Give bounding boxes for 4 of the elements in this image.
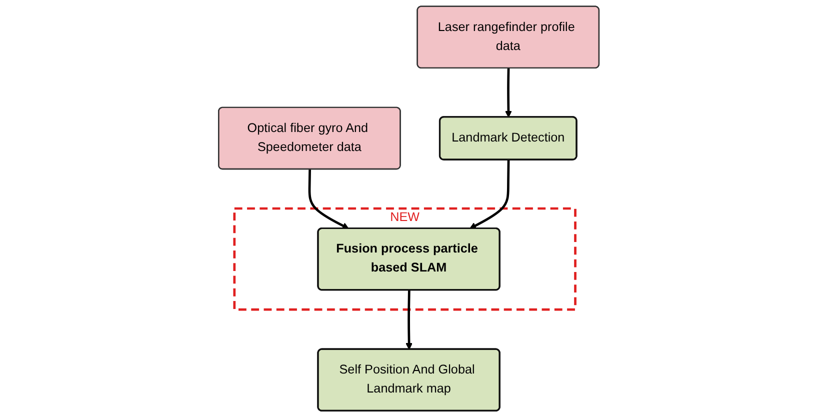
arrow xyxy=(405,290,412,350)
arrow xyxy=(308,169,349,229)
arrow xyxy=(504,68,512,118)
arrow xyxy=(469,160,510,229)
